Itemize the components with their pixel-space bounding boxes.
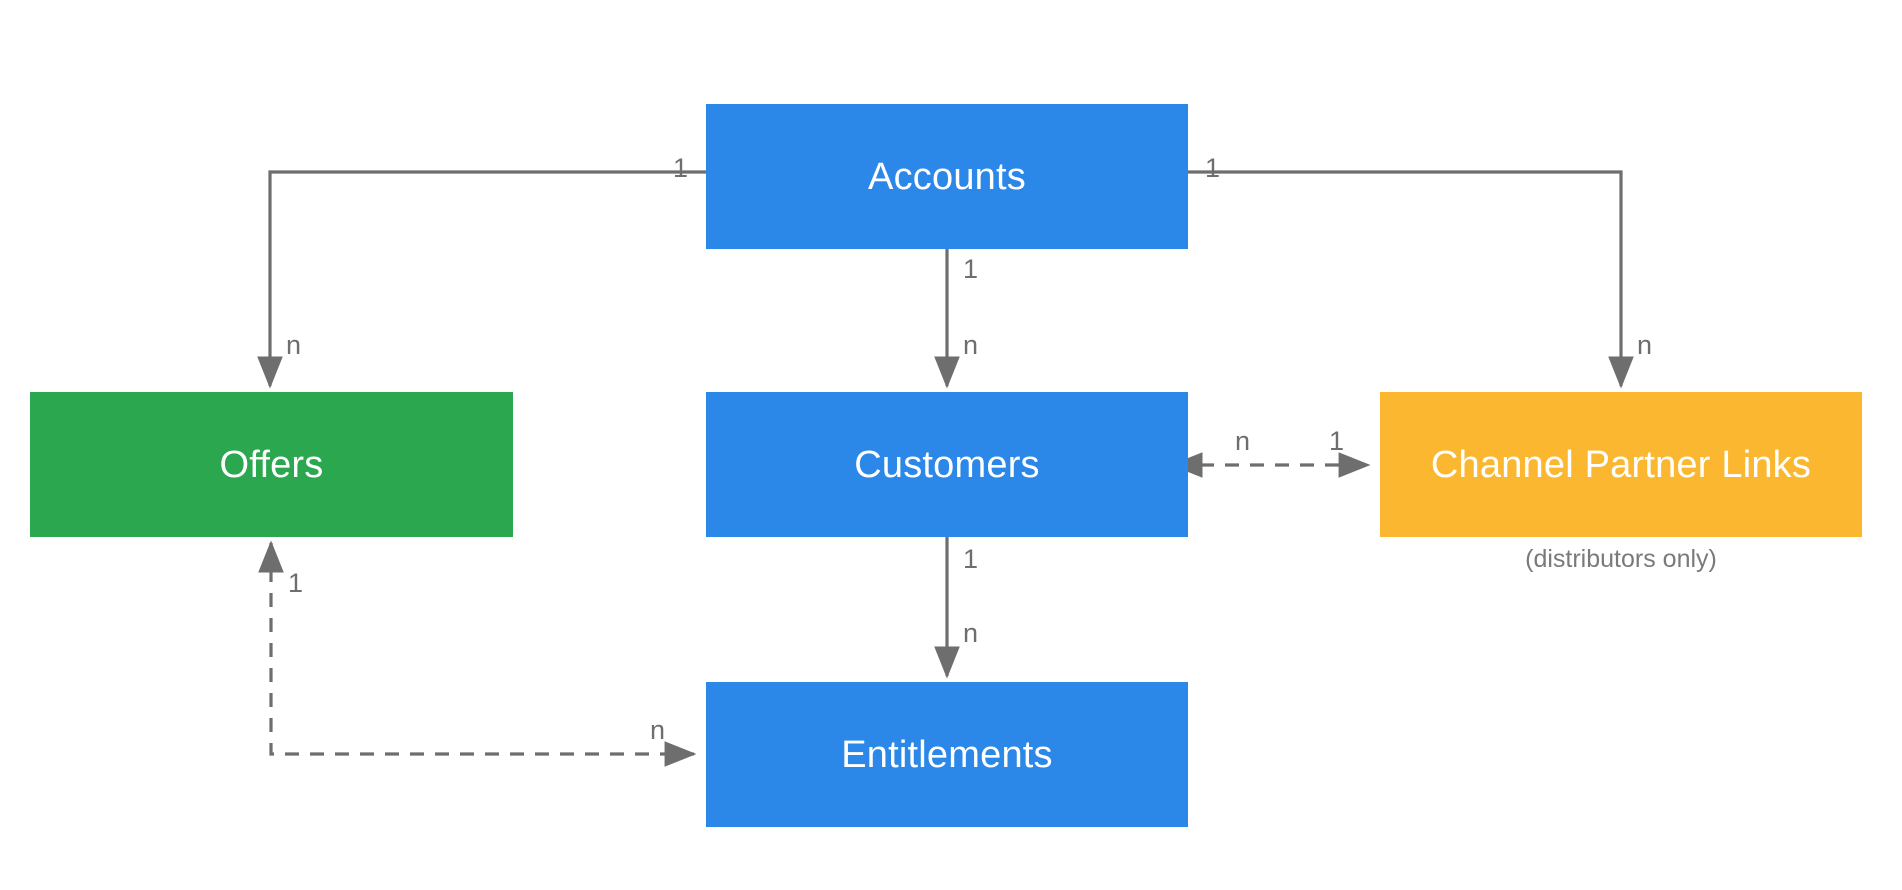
edge-offers-entitlements: [269, 543, 697, 767]
node-channel-partner-links[interactable]: Channel Partner Links: [1380, 392, 1862, 537]
node-offers-label: Offers: [219, 443, 324, 486]
node-customers[interactable]: Customers: [706, 392, 1188, 537]
edge-label-offers-entitlements-many: n: [650, 715, 666, 745]
edge-label-accounts-cpl-one: 1: [1205, 153, 1221, 183]
node-entitlements[interactable]: Entitlements: [706, 682, 1188, 827]
edge-label-customers-entitlements-many: n: [963, 618, 979, 648]
edge-label-customers-cpl-many: n: [1235, 426, 1251, 456]
edge-accounts-offers: [257, 170, 706, 389]
edge-label-customers-entitlements-one: 1: [963, 544, 979, 574]
edge-label-accounts-customers-many: n: [963, 330, 979, 360]
edge-label-accounts-offers-one: 1: [673, 153, 689, 183]
edge-label-accounts-customers-one: 1: [963, 254, 979, 284]
node-channel-partner-links-label: Channel Partner Links: [1430, 443, 1812, 486]
node-offers[interactable]: Offers: [30, 392, 513, 537]
channel-partner-links-note: (distributors only): [1525, 545, 1717, 573]
node-accounts-label: Accounts: [868, 155, 1026, 198]
edge-label-accounts-cpl-many: n: [1637, 330, 1653, 360]
edge-label-accounts-offers-many: n: [286, 330, 302, 360]
node-customers-label: Customers: [854, 443, 1040, 486]
node-entitlements-label: Entitlements: [841, 733, 1053, 776]
edge-accounts-cpl: [1188, 170, 1634, 389]
node-accounts[interactable]: Accounts: [706, 104, 1188, 249]
edge-label-customers-cpl-one: 1: [1329, 426, 1345, 456]
edge-label-offers-entitlements-one: 1: [288, 568, 304, 598]
